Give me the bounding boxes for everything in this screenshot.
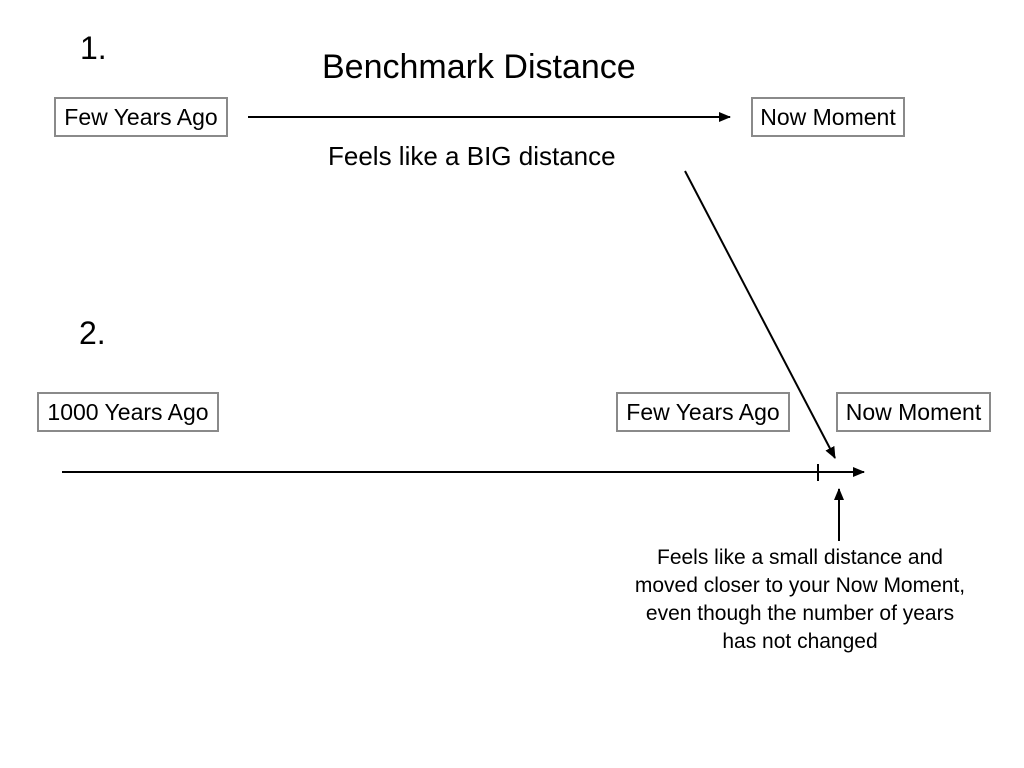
label-now-moment-bottom: Now Moment — [836, 392, 991, 432]
label-few-years-ago-top: Few Years Ago — [54, 97, 228, 137]
step-number-2: 2. — [79, 315, 106, 351]
note-line-1: Feels like a small distance and — [657, 546, 943, 569]
small-distance-note: Feels like a small distance and moved cl… — [600, 544, 1000, 656]
step-number-1: 1. — [80, 30, 107, 66]
label-1000-years-ago: 1000 Years Ago — [37, 392, 219, 432]
diagonal-pointer-arrow — [684, 170, 836, 459]
label-few-years-ago-bottom: Few Years Ago — [616, 392, 790, 432]
note-line-3: even though the number of years — [645, 602, 955, 625]
note-line-2: moved closer to your Now Moment, — [634, 574, 966, 597]
big-distance-caption: Feels like a BIG distance — [328, 141, 616, 171]
note-line-4: has not changed — [722, 630, 878, 653]
label-now-moment-top: Now Moment — [751, 97, 905, 137]
diagram-title: Benchmark Distance — [322, 48, 636, 86]
